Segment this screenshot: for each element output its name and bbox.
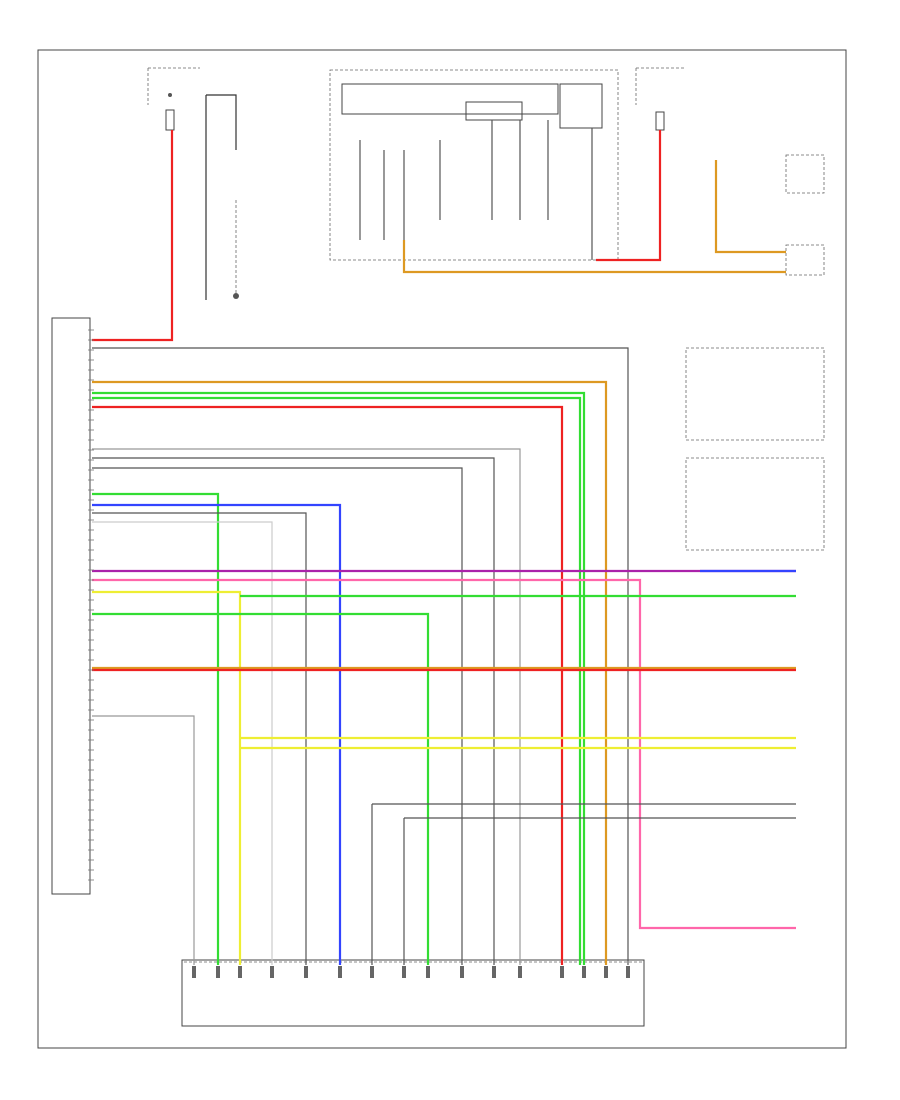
center-module-inner-block (465, 101, 523, 121)
fuse-left (165, 109, 175, 131)
switch-box-lower (685, 457, 825, 551)
wire-center-orange (402, 240, 786, 274)
actuator-pin (518, 966, 522, 978)
actuator-pin (216, 966, 220, 978)
actuator-pin (626, 966, 630, 978)
wire-light-522 (92, 521, 273, 965)
actuator-pin (492, 966, 496, 978)
wire-green-614 (92, 612, 430, 965)
actuator-pin (270, 966, 274, 978)
splice-left-wiring (205, 94, 237, 300)
center-module-header (341, 83, 559, 115)
ground-point-left (233, 293, 239, 299)
wire-fuse-left-red (92, 130, 174, 342)
wire-dark-818 (403, 817, 796, 965)
actuator-pin (582, 966, 586, 978)
wire-dark-513 (92, 512, 307, 965)
wire-dark-458 (92, 457, 495, 965)
actuator-pin (604, 966, 608, 978)
actuator-pin (238, 966, 242, 978)
center-module-outline (329, 69, 619, 261)
wire-green-398 (92, 396, 582, 965)
center-module-side-block (559, 83, 603, 129)
connector-box-mid-right (785, 244, 825, 276)
wire-red-407 (92, 405, 564, 965)
wire-fuse-right-red (596, 130, 662, 262)
actuator-pin (338, 966, 342, 978)
ecu-block (51, 317, 91, 895)
wire-green-494 (92, 492, 220, 965)
actuator-pin (402, 966, 406, 978)
wire-gray-716 (92, 715, 195, 965)
wire-right-orange (714, 160, 786, 254)
switch-box-upper (685, 347, 825, 441)
fuse-left-node (168, 93, 172, 97)
ecu-pins-layer (88, 329, 630, 978)
fuse-box-left-outline (147, 67, 200, 105)
fuse-box-right-outline (635, 67, 686, 105)
wire-dark-348 (92, 347, 629, 965)
wire-blue-505 (92, 503, 342, 965)
actuator-pin (460, 966, 464, 978)
wire-dark-804 (371, 803, 796, 965)
wire-orange-382 (92, 380, 608, 965)
actuator-pin (192, 966, 196, 978)
center-module-internals (359, 120, 593, 260)
actuator-pin (560, 966, 564, 978)
connector-box-top-right (785, 154, 825, 194)
transfer-actuator-box (181, 959, 645, 1027)
wire-green-393 (92, 391, 586, 965)
wire-pink-580 (92, 578, 796, 930)
actuator-pin (370, 966, 374, 978)
wire-dark-468 (92, 467, 463, 965)
wire-yellow-592 (92, 590, 242, 965)
actuator-pin (304, 966, 308, 978)
diagram-frame (37, 49, 847, 1049)
fuse-right (655, 111, 665, 131)
wire-gray-449 (92, 448, 521, 965)
wires-layer (92, 130, 796, 965)
actuator-pin (426, 966, 430, 978)
